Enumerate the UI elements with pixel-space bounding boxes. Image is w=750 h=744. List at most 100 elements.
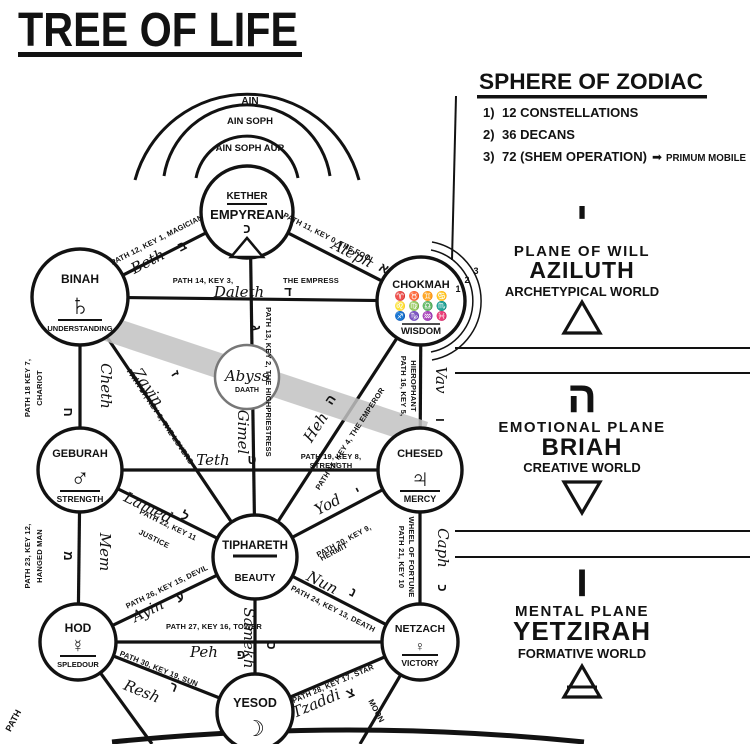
yetzirah-plane-label: MENTAL PLANE (515, 603, 649, 620)
sephirot-content: KETHER EMPYREAN כ BINAH ♄ UNDERSTANDING … (47, 191, 478, 741)
path14-label: PATH 14, KEY 3, (173, 276, 234, 285)
veil-label-ain-soph-aur: AIN SOPH AUR (216, 143, 285, 154)
aziluth-name: AZILUTH (529, 257, 634, 283)
path21-letter: Caph (434, 528, 452, 568)
veil-label-ain: AIN (241, 96, 258, 107)
path18-label: PATH 18 KEY 7, (23, 359, 32, 417)
path21-label2: WHEEL OF FORTUNE (407, 517, 416, 598)
kether-hebrew-glyph: כ (243, 221, 250, 236)
daath-label: DAATH (235, 387, 259, 394)
yod-hebrew-glyph: י (576, 195, 588, 239)
path14-label2: THE EMPRESS (283, 276, 339, 285)
zodiac-item-3-num: 3) (483, 149, 495, 164)
venus-icon: ♀ (415, 638, 426, 654)
zodiac-row-3-icons: ♐ ♑ ♒ ♓ (395, 310, 447, 321)
line-chokmah-tiphareth (253, 300, 423, 558)
binah-circle (30, 247, 130, 347)
jupiter-icon: ♃ (410, 463, 430, 493)
zodiac-pointer-line (451, 95, 457, 261)
zodiac-item-3-extra: PRIMUM MOBILE (666, 153, 746, 164)
path24-hebrew-glyph: נ (347, 584, 359, 600)
chokmah-name: CHOKMAH (392, 279, 449, 291)
yetzirah-name: YETZIRAH (513, 616, 651, 646)
hod-subtitle: SPLEDOUR (57, 660, 99, 669)
tiphareth-subtitle: BEAUTY (234, 573, 275, 584)
path18-letter: Cheth (97, 363, 115, 409)
yesod-name: YESOD (233, 696, 277, 710)
malkuth-top-arc (111, 727, 585, 744)
veil-arc-ain-soph-aur (194, 134, 300, 179)
daath-circle (213, 343, 281, 411)
ring-number-3: 3 (473, 266, 478, 276)
path25-hebrew-glyph: ס (264, 640, 279, 649)
sephirot-circles (30, 164, 467, 744)
tiphareth-name: TIPHARETH (222, 540, 288, 552)
zodiac-item-2-num: 2) (483, 127, 495, 142)
veil-arc-ain-soph (162, 103, 332, 177)
zodiac-item-3-text: 72 (SHEM OPERATION) (502, 149, 647, 164)
path27-hebrew-glyph: פ (237, 647, 245, 662)
chesed-circle (376, 426, 464, 514)
path14-hebrew-glyph: ד (284, 284, 292, 299)
fire-triangle-icon (561, 298, 603, 335)
yesod-circle (215, 672, 295, 744)
geburah-name: GEBURAH (52, 448, 108, 460)
binah-name: BINAH (61, 272, 99, 286)
daath-script: Abyss (223, 367, 270, 385)
vav-hebrew-glyph: ו (575, 557, 588, 606)
path13-label: PATH 13, KEY 2, THE HIGHPRIESTRESS (264, 307, 273, 457)
path23-letter: Mem (96, 532, 114, 571)
header: TREE OF LIFE (18, 4, 302, 57)
chokmah-circle (375, 255, 467, 347)
netzach-name: NETZACH (395, 623, 445, 635)
path23-hebrew-glyph: מ (61, 551, 76, 560)
briah-world-label: CREATIVE WORLD (523, 460, 640, 475)
arrow-right-icon: ➡ (652, 150, 662, 164)
zodiac-row-2-icons: ♌ ♍ ♎ ♏ (395, 300, 447, 311)
zodiac-heading: SPHERE OF ZODIAC (479, 69, 703, 94)
chesed-subtitle: MERCY (404, 494, 437, 504)
path19-label: PATH 19, KEY 8, (301, 452, 362, 461)
page-title: TREE OF LIFE (18, 4, 298, 57)
path16-label2: HIEROPHANT (409, 360, 418, 412)
water-triangle-icon (561, 480, 603, 517)
zodiac-item-1-text: 12 CONSTELLATIONS (502, 105, 639, 120)
path20-hebrew-glyph: י (353, 483, 364, 498)
yetzirah-world-label: FORMATIVE WORLD (518, 646, 646, 661)
geburah-circle (36, 426, 124, 514)
path13-letter: Gimel (234, 410, 252, 455)
hod-name: HOD (65, 621, 92, 635)
title-underline (18, 52, 302, 57)
chesed-name: CHESED (397, 448, 443, 460)
zodiac-item-1-num: 1) (483, 105, 495, 120)
worlds-panel: י PLANE OF WILL AZILUTH ARCHETYPICAL WOR… (455, 195, 750, 699)
path18-hebrew-glyph: ח (61, 407, 76, 416)
path27-label: PATH 27, KEY 16, TOWER (166, 622, 262, 631)
path21-hebrew-glyph: כ (435, 584, 450, 591)
path18-label2: CHARIOT (35, 370, 44, 406)
path16-letter: Vav (432, 367, 450, 394)
mercury-icon: ☿ (71, 636, 85, 656)
mars-icon: ♂ (70, 463, 90, 493)
veil-label-ain-soph: AIN SOPH (227, 116, 273, 127)
path23-label: PATH 23, KEY 12, (23, 524, 32, 589)
ring-number-1: 1 (455, 284, 460, 294)
zodiac-heading-underline (477, 95, 707, 99)
zodiac-row-1-icons: ♈ ♉ ♊ ♋ (395, 290, 447, 301)
path16-label: PATH 16, KEY 5, (399, 356, 408, 417)
briah-name: BRIAH (542, 434, 623, 461)
zodiac-item-2-text: 36 DECANS (502, 127, 575, 142)
netzach-subtitle: VICTORY (401, 658, 439, 668)
air-triangle-icon (561, 662, 603, 699)
path16-hebrew-glyph: ו (433, 418, 448, 422)
chokmah-ring-3 (431, 241, 482, 361)
kether-mountain-icon (228, 236, 266, 259)
ring-number-2: 2 (464, 275, 469, 285)
path13-hebrew-glyph: ג (249, 325, 264, 331)
aziluth-world-label: ARCHETYPICAL WORLD (505, 284, 659, 299)
path23-label2: HANGED MAN (35, 529, 44, 583)
veil-arc-ain (133, 92, 361, 181)
moon-icon: ☽ (245, 716, 265, 741)
path19-letter: Teth (196, 451, 229, 469)
